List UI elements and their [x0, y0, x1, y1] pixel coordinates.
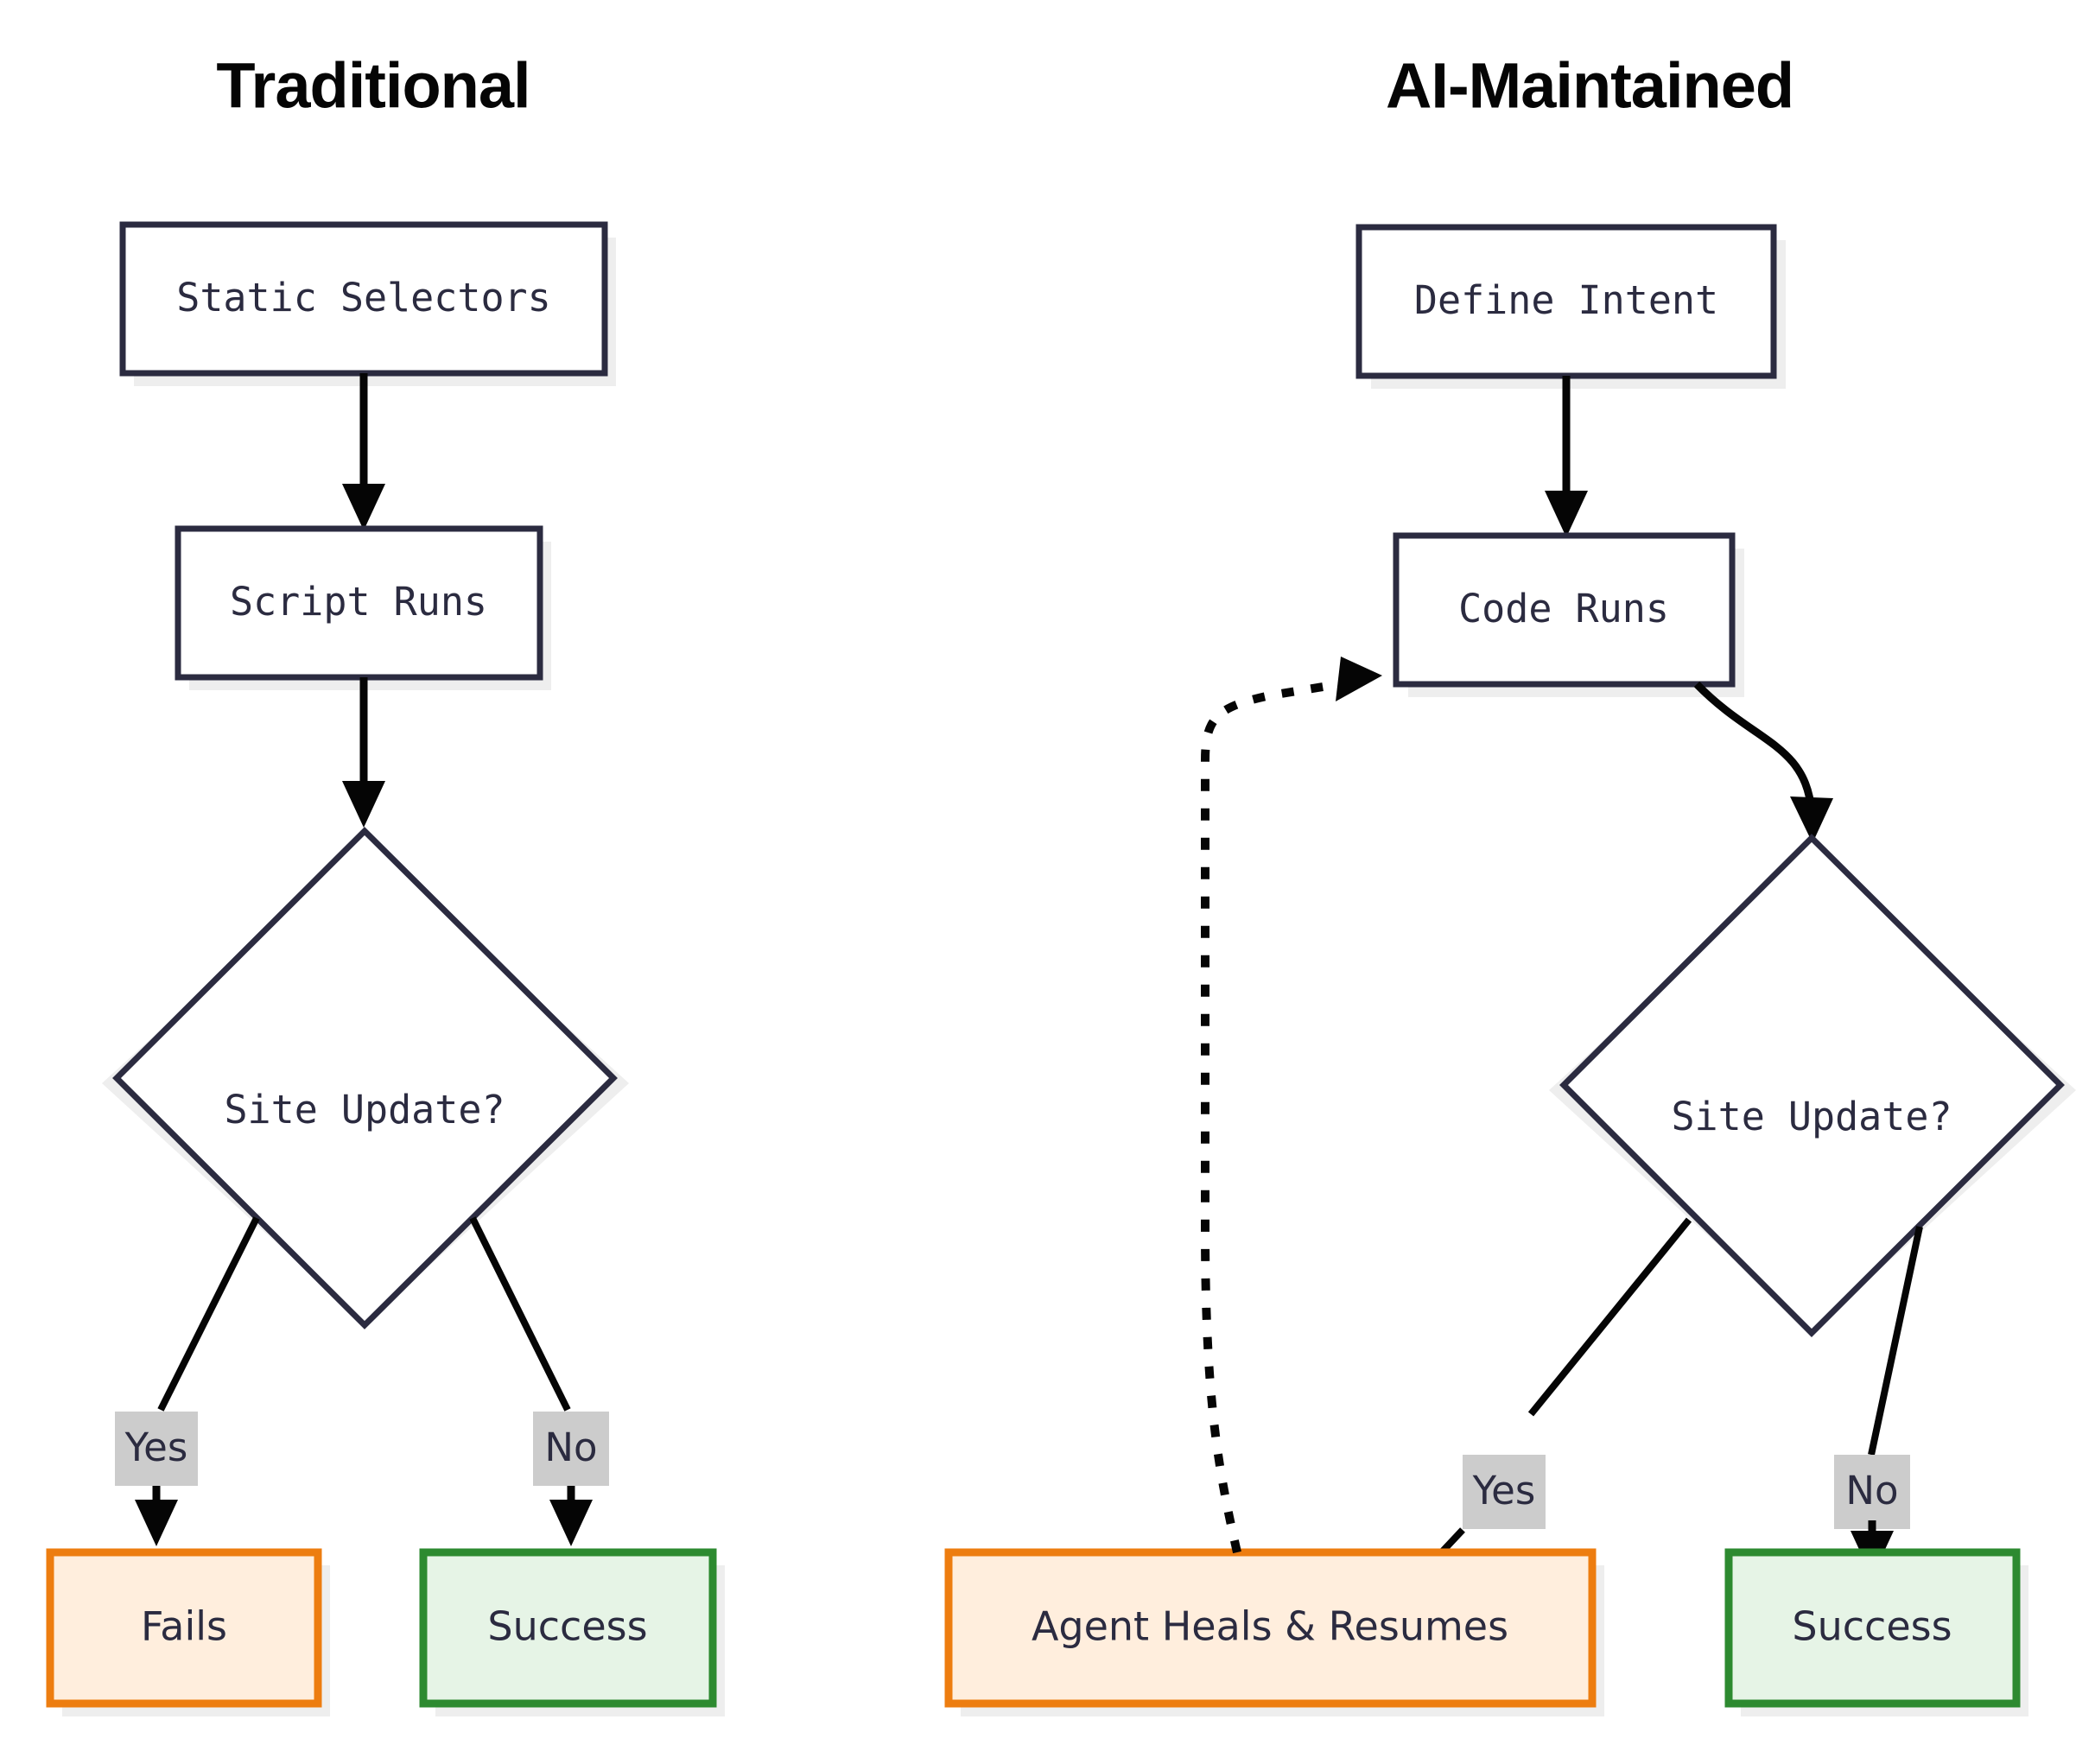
edge-label-yes-left: Yes	[124, 1425, 188, 1470]
node-rect	[1393, 532, 1736, 688]
edge-dotted-line	[1201, 678, 1350, 1554]
edge-static-selectors-to-script-runs	[342, 373, 385, 530]
node-static-selectors[interactable]: Static Selectors	[119, 221, 616, 386]
arrowhead-icon	[135, 1500, 178, 1546]
node-code-runs[interactable]: Code Runs	[1393, 532, 1744, 697]
node-rect	[175, 525, 543, 681]
panel-traditional: Traditional Static Selectors Script Runs	[46, 50, 725, 1716]
edge-label-bg-no-right	[1834, 1455, 1910, 1529]
node-label-static-selectors: Static Selectors	[176, 275, 550, 320]
node-site-update-right[interactable]: Site Update?	[1549, 834, 2076, 1337]
arrowhead-icon	[342, 781, 385, 828]
edge-label-yes-right: Yes	[1472, 1468, 1536, 1513]
node-label-success-right: Success	[1792, 1603, 1952, 1650]
node-script-runs[interactable]: Script Runs	[175, 525, 551, 690]
edge-line	[469, 1216, 571, 1412]
node-define-intent[interactable]: Define Intent	[1355, 224, 1786, 389]
edge-label-bg-yes-right	[1463, 1455, 1546, 1529]
node-diamond-shape	[1559, 834, 2065, 1337]
edge-code-runs-to-site-update-right	[1693, 681, 1833, 843]
node-label-define-intent: Define Intent	[1414, 277, 1718, 323]
node-fails[interactable]: Fails	[46, 1548, 330, 1716]
arrowhead-icon	[1790, 796, 1833, 843]
edge-label-no-right: No	[1845, 1468, 1898, 1513]
node-label-code-runs: Code Runs	[1458, 586, 1669, 631]
edge-site-update-right-yes: Yes	[1360, 1217, 1692, 1638]
node-rect	[119, 221, 608, 377]
node-label-site-update-left: Site Update?	[224, 1087, 505, 1133]
node-label-script-runs: Script Runs	[230, 579, 487, 625]
node-site-update-left[interactable]: Site Update?	[102, 827, 629, 1329]
node-label-site-update-right: Site Update?	[1671, 1094, 1952, 1139]
edge-label-bg-yes-left	[115, 1412, 198, 1486]
node-success-right[interactable]: Success	[1724, 1548, 2028, 1716]
node-rect	[1355, 224, 1777, 379]
edge-define-intent-to-code-runs	[1545, 376, 1588, 537]
node-label-fails: Fails	[141, 1603, 227, 1650]
node-label-agent-heals: Agent Heals & Resumes	[1032, 1603, 1508, 1650]
arrowhead-icon	[1545, 491, 1588, 537]
edge-label-bg-no-left	[533, 1412, 609, 1486]
node-rect	[1724, 1548, 2021, 1708]
panel-title-traditional: Traditional	[216, 50, 530, 122]
node-success-left[interactable]: Success	[419, 1548, 725, 1716]
edge-label-no-left: No	[544, 1425, 597, 1470]
edge-line	[1868, 1226, 1923, 1456]
edge-agent-heals-to-code-runs-feedback	[1201, 657, 1382, 1554]
node-rect	[46, 1548, 322, 1708]
node-label-success-left: Success	[487, 1603, 647, 1650]
edge-line	[1693, 681, 1816, 813]
arrowhead-icon	[342, 484, 385, 530]
panel-title-ai-maintained: AI-Maintained	[1386, 50, 1793, 122]
node-rect	[944, 1548, 1597, 1708]
edge-site-update-left-no: No	[469, 1216, 609, 1546]
arrowhead-icon	[1336, 657, 1382, 701]
node-diamond-shape	[112, 827, 618, 1329]
node-agent-heals[interactable]: Agent Heals & Resumes	[944, 1548, 1604, 1716]
edge-line	[1527, 1217, 1692, 1417]
edge-line	[157, 1216, 260, 1412]
node-rect	[419, 1548, 717, 1708]
edge-site-update-left-yes: Yes	[115, 1216, 260, 1546]
panel-ai-maintained: AI-Maintained Define Intent Code Runs	[944, 50, 2076, 1716]
edge-site-update-right-no: No	[1834, 1226, 1923, 1577]
arrowhead-icon	[549, 1500, 593, 1546]
edge-script-runs-to-site-update	[342, 677, 385, 828]
